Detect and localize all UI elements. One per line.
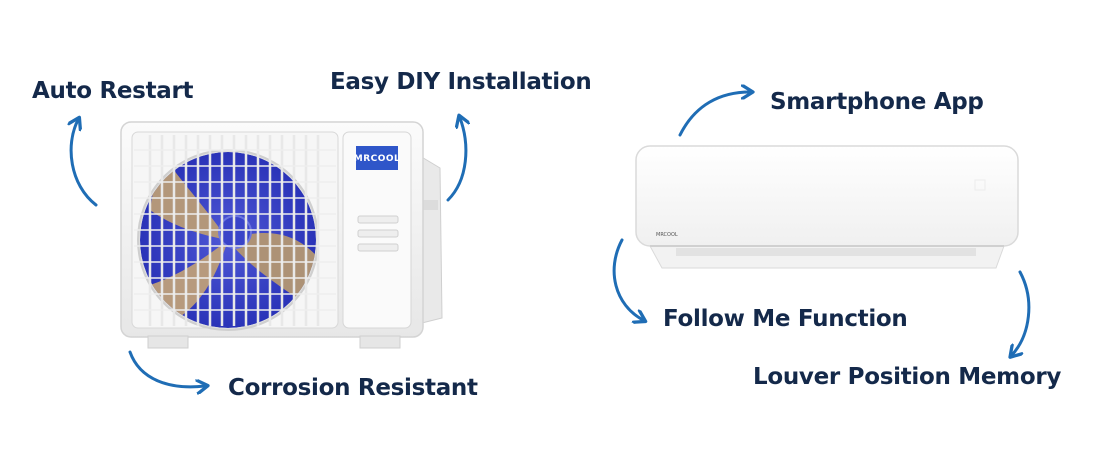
feature-label-corrosion: Corrosion Resistant (228, 375, 478, 401)
feature-label-easy-diy: Easy DIY Installation (330, 69, 592, 95)
indoor-logo: MRCOOL (656, 232, 678, 238)
feature-label-smartphone: Smartphone App (770, 89, 984, 115)
feature-label-louver: Louver Position Memory (753, 364, 1062, 390)
outdoor-unit: MRCOOL (120, 121, 443, 349)
indoor-unit: MRCOOL (635, 145, 1019, 269)
curved-arrow-icon (71, 92, 1031, 387)
feature-label-auto-restart: Auto Restart (32, 78, 194, 104)
outdoor-logo: MRCOOL (354, 154, 401, 164)
feature-label-follow-me: Follow Me Function (663, 306, 908, 332)
